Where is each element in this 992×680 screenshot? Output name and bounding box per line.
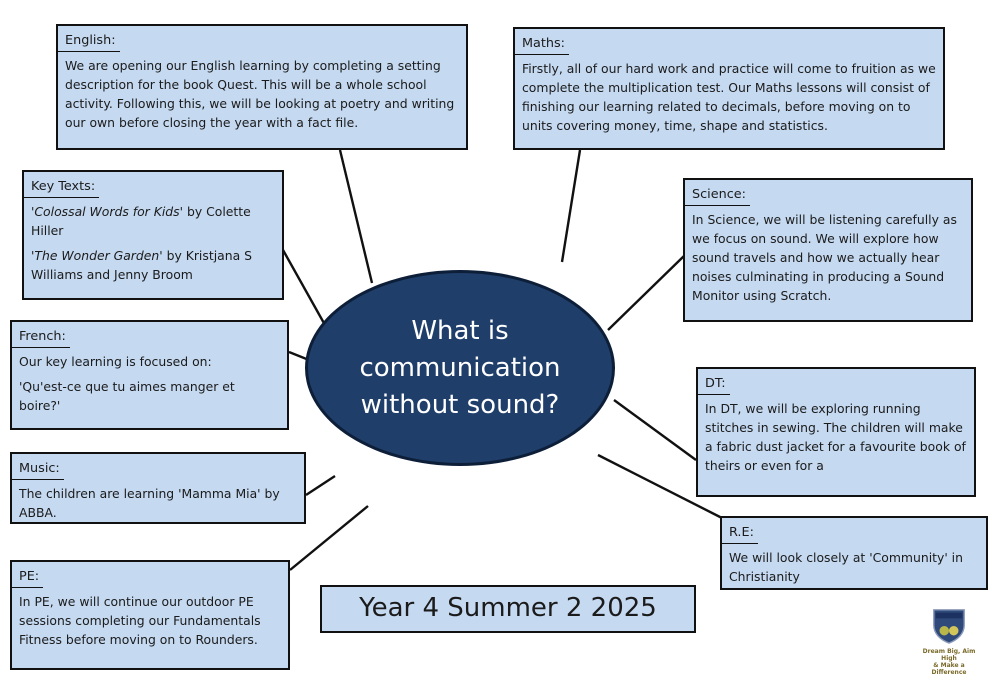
maths-heading: Maths: [515, 34, 569, 55]
key-text-1-title: 'Colossal Words for Kids' [31, 204, 184, 219]
dt-heading: DT: [698, 374, 730, 395]
connector-key-texts [281, 249, 327, 326]
pe-body: In PE, we will continue our outdoor PE s… [19, 594, 261, 647]
english-box: English: We are opening our English lear… [56, 24, 468, 150]
re-body: We will look closely at 'Community' in C… [729, 550, 963, 584]
re-heading: R.E: [722, 523, 758, 544]
connector-pe [289, 505, 369, 571]
term-title: Year 4 Summer 2 2025 [320, 585, 696, 633]
science-heading: Science: [685, 185, 750, 206]
english-body: We are opening our English learning by c… [65, 58, 455, 130]
central-question: What is communication without sound? [305, 270, 615, 466]
connector-music [305, 474, 336, 497]
key-texts-heading: Key Texts: [24, 177, 100, 198]
dt-body: In DT, we will be exploring running stit… [705, 401, 966, 473]
key-text-2-author: by Kristjana S Williams and Jenny Broom [31, 248, 252, 282]
pe-box: PE: In PE, we will continue our outdoor … [10, 560, 290, 670]
key-text-2: 'The Wonder Garden' by Kristjana S Willi… [31, 246, 275, 284]
key-text-1-author: by Colette Hiller [31, 204, 251, 238]
french-box: French: Our key learning is focused on: … [10, 320, 289, 430]
maths-body: Firstly, all of our hard work and practi… [522, 61, 936, 133]
key-texts-box: Key Texts: 'Colossal Words for Kids' by … [22, 170, 284, 300]
science-box: Science: In Science, we will be listenin… [683, 178, 973, 322]
french-heading: French: [12, 327, 70, 348]
key-text-1: 'Colossal Words for Kids' by Colette Hil… [31, 202, 275, 240]
motto-line-2: & Make a Difference [931, 662, 967, 676]
music-body: The children are learning 'Mamma Mia' by… [19, 486, 280, 520]
re-box: R.E: We will look closely at 'Community'… [720, 516, 988, 590]
motto-line-1: Dream Big, Aim High [922, 648, 976, 662]
pe-heading: PE: [12, 567, 44, 588]
music-heading: Music: [12, 459, 64, 480]
connector-maths [560, 149, 582, 263]
connector-science [607, 254, 686, 331]
connector-dt [613, 399, 697, 461]
science-body: In Science, we will be listening careful… [692, 212, 957, 303]
central-question-text: What is communication without sound? [359, 315, 561, 420]
key-text-2-title: 'The Wonder Garden' [31, 248, 163, 263]
french-line-1: Our key learning is focused on: [19, 354, 212, 369]
connector-english [338, 149, 374, 284]
shield-icon [933, 609, 965, 644]
connector-re [597, 453, 723, 520]
maths-box: Maths: Firstly, all of our hard work and… [513, 27, 945, 150]
dt-box: DT: In DT, we will be exploring running … [696, 367, 976, 497]
music-box: Music: The children are learning 'Mamma … [10, 452, 306, 524]
school-logo: Dream Big, Aim High & Make a Difference [915, 606, 983, 676]
english-heading: English: [58, 31, 120, 52]
french-line-2: 'Qu'est-ce que tu aimes manger et boire?… [19, 379, 235, 413]
